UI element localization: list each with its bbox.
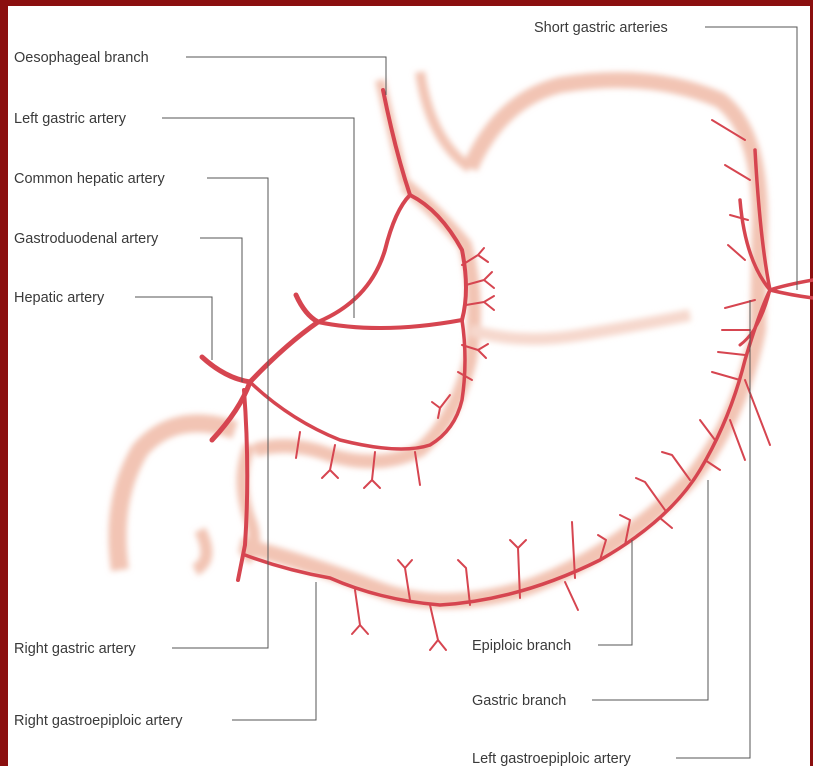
arteries	[202, 90, 813, 605]
label-epiploic-branch: Epiploic branch	[472, 638, 571, 654]
oesophageal-branch-vessel	[383, 90, 410, 195]
label-common-hepatic-artery: Common hepatic artery	[14, 171, 165, 187]
left-gastric-upper-vessel	[318, 195, 410, 322]
left-gastric-artery-vessel	[410, 195, 466, 320]
label-short-gastric-arteries: Short gastric arteries	[534, 20, 668, 36]
label-left-gastric-artery: Left gastric artery	[14, 111, 127, 127]
lesser-curvature-vessel	[318, 320, 462, 328]
label-left-gastroepiploic-artery: Left gastroepiploic artery	[472, 751, 632, 766]
label-gastric-branch: Gastric branch	[472, 693, 566, 709]
label-hepatic-artery: Hepatic artery	[14, 290, 105, 306]
label-right-gastric-artery: Right gastric artery	[14, 641, 136, 657]
label-gastroduodenal-artery: Gastroduodenal artery	[14, 231, 159, 247]
small-branches	[296, 120, 770, 650]
celiac-trunk-vessel	[250, 295, 318, 382]
labels: Oesophageal branch Left gastric artery C…	[14, 20, 668, 766]
label-oesophageal-branch: Oesophageal branch	[14, 50, 149, 66]
label-right-gastroepiploic-artery: Right gastroepiploic artery	[14, 713, 183, 729]
hepatic-artery-vessel	[202, 357, 250, 382]
